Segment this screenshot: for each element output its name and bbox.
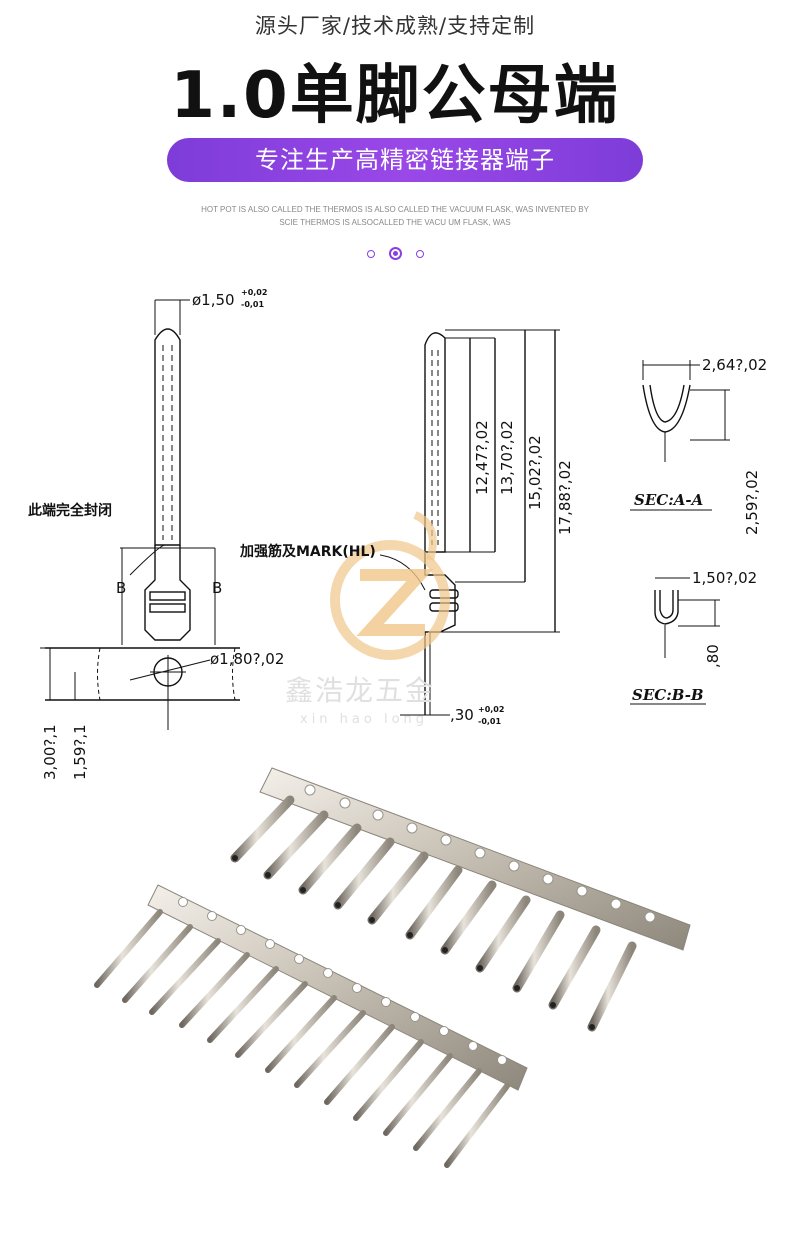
- note-sealed-end: 此端完全封闭: [28, 502, 112, 519]
- watermark-cn: 鑫浩龙五金: [285, 674, 435, 707]
- english-caption: HOT POT IS ALSO CALLED THE THERMOS IS AL…: [0, 203, 790, 229]
- dim-h2: 13,70?,02: [498, 420, 516, 495]
- dim-hole: ø1,80?,02: [210, 650, 284, 668]
- dim-h1: 12,47?,02: [473, 420, 491, 495]
- brand-watermark: 鑫浩龙五金 xin hao long: [285, 511, 450, 727]
- dim-width-top-tol-plus: +0,02: [241, 288, 267, 297]
- page-title: 1.0单脚公母端: [170, 59, 620, 133]
- tagline: 源头厂家/技术成熟/支持定制: [254, 14, 536, 38]
- sec-a-label: SEC:A-A: [634, 491, 703, 509]
- dim-thickness-tol-plus: +0,02: [478, 705, 504, 714]
- dim-thickness-tol-minus: -0,01: [478, 717, 501, 726]
- product-photo: [94, 767, 691, 1168]
- dim-h4: 17,88?,02: [556, 460, 574, 535]
- dim-thickness: ,30: [450, 706, 474, 724]
- carousel-dots: [0, 243, 790, 262]
- dim-pitch: 3,00?,1: [41, 724, 59, 780]
- carousel-dot-3[interactable]: [415, 249, 424, 258]
- english-caption-line-2: SCIE THERMOS IS ALSOCALLED THE VACU UM F…: [279, 218, 511, 227]
- female-terminal-strip: [230, 767, 691, 1032]
- slogan-banner: 专注生产高精密链接器端子: [167, 138, 643, 182]
- sec-a-width: 2,64?,02: [702, 356, 767, 374]
- technical-drawing: 鑫浩龙五金 xin hao long ø1,50 +0,02 -0,01 此端完…: [28, 288, 767, 780]
- carousel-dot-2-active[interactable]: [388, 247, 402, 260]
- sec-a-height: 2,59?,02: [743, 470, 761, 535]
- section-b-left: B: [116, 579, 126, 597]
- dim-h3: 15,02?,02: [526, 435, 544, 510]
- watermark-en: xin hao long: [300, 712, 428, 727]
- carousel-dot-1[interactable]: [366, 249, 375, 258]
- sec-b-height: ,80: [704, 644, 722, 668]
- dim-offset: 1,59?,1: [71, 724, 89, 780]
- section-b-right: B: [212, 579, 222, 597]
- dim-width-top-tol-minus: -0,01: [241, 300, 264, 309]
- sec-b-label: SEC:B-B: [632, 686, 704, 704]
- note-rib-mark: 加强筋及MARK(HL): [239, 543, 376, 560]
- male-terminal-strip: [94, 884, 528, 1168]
- dim-width-top: ø1,50: [192, 291, 235, 309]
- english-caption-line-1: HOT POT IS ALSO CALLED THE THERMOS IS AL…: [201, 205, 589, 214]
- sec-b-width: 1,50?,02: [692, 569, 757, 587]
